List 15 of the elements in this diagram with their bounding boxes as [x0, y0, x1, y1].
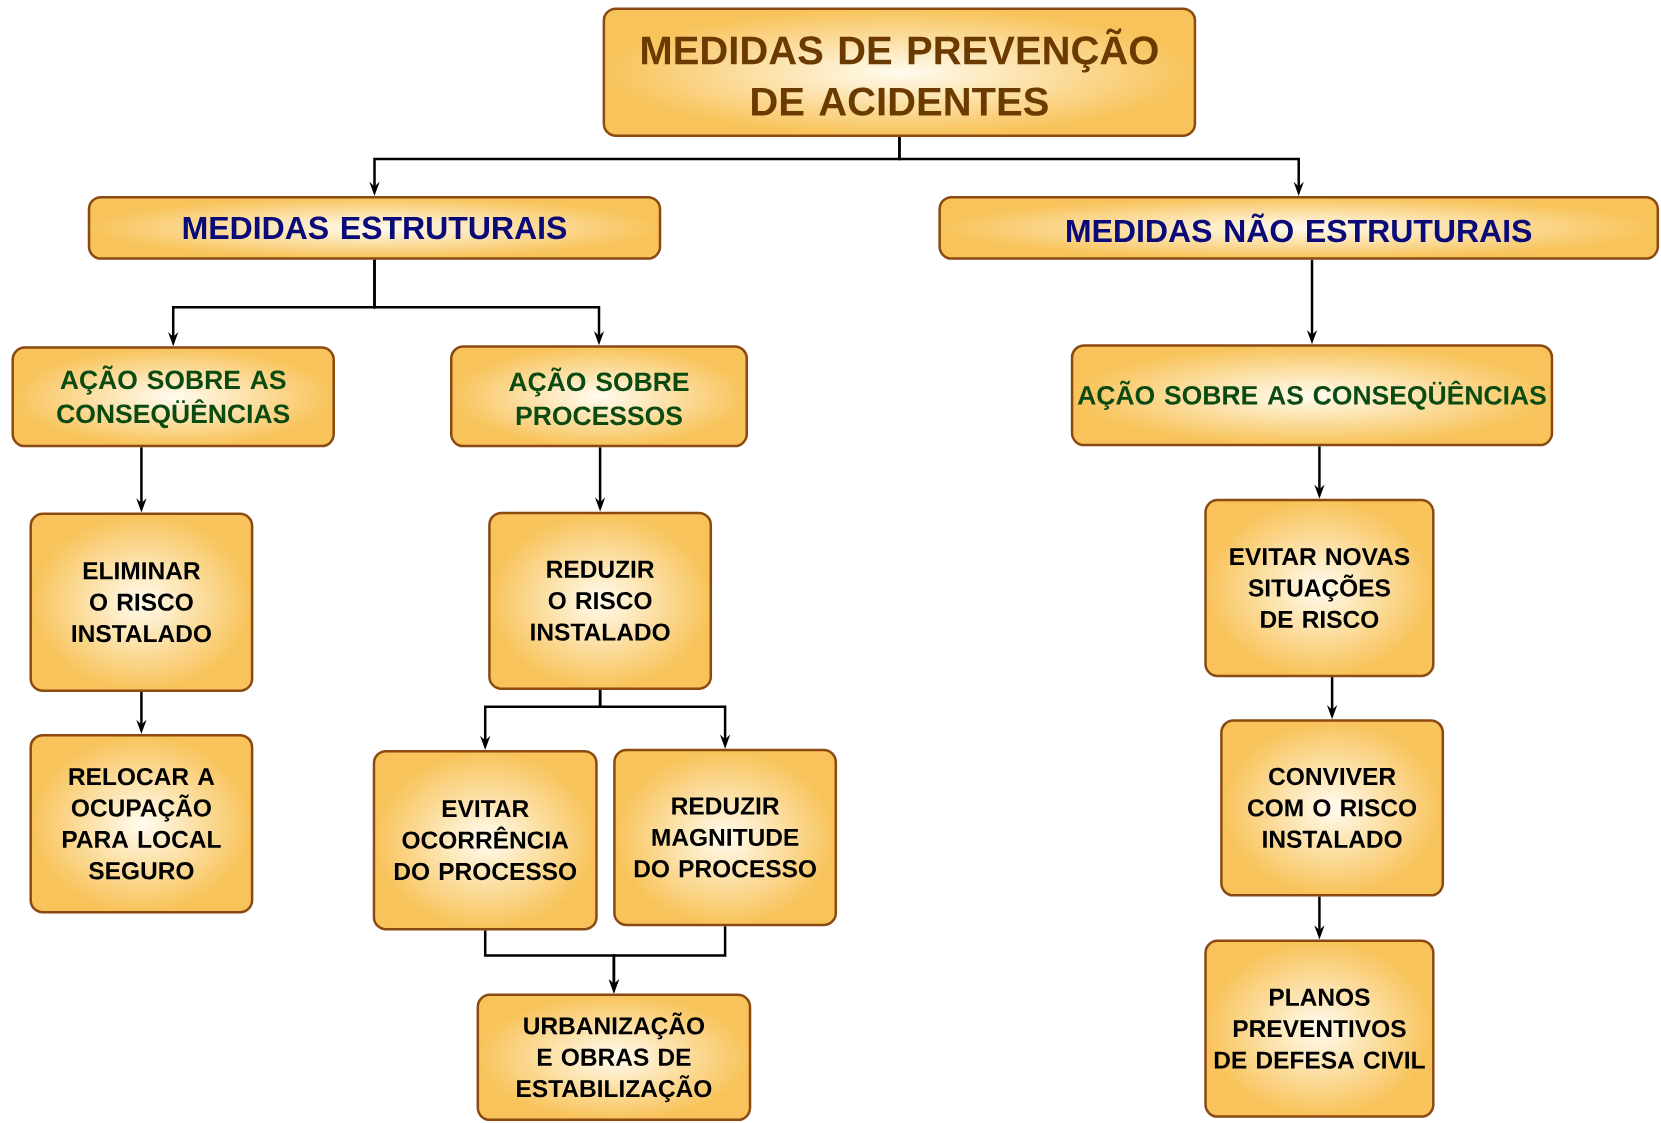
measure-box: REDUZIR O RISCO INSTALADO — [488, 511, 713, 690]
title-box: MEDIDAS DE PREVENÇÃO DE ACIDENTES — [602, 7, 1197, 137]
measure-box: CONVIVER COM O RISCO INSTALADO — [1220, 719, 1445, 897]
measure-box: RELOCAR A OCUPAÇÃO PARA LOCAL SEGURO — [29, 734, 254, 914]
measure-box: PLANOS PREVENTIVOS DE DEFESA CIVIL — [1204, 939, 1435, 1118]
measure-box: EVITAR NOVAS SITUAÇÕES DE RISCO — [1204, 498, 1435, 678]
action-box: AÇÃO SOBRE AS CONSEQÜÊNCIAS — [1070, 344, 1554, 447]
action-box: AÇÃO SOBRE PROCESSOS — [450, 345, 748, 448]
category-box: MEDIDAS NÃO ESTRUTURAIS — [938, 195, 1660, 260]
action-box: AÇÃO SOBRE AS CONSEQÜÊNCIAS — [11, 346, 335, 448]
category-box: MEDIDAS ESTRUTURAIS — [87, 195, 662, 260]
measure-box: URBANIZAÇÃO E OBRAS DE ESTABILIZAÇÃO — [476, 993, 752, 1122]
measure-box: ELIMINAR O RISCO INSTALADO — [29, 512, 254, 692]
measure-box: REDUZIR MAGNITUDE DO PROCESSO — [613, 748, 838, 927]
measure-box: EVITAR OCORRÊNCIA DO PROCESSO — [372, 749, 598, 931]
